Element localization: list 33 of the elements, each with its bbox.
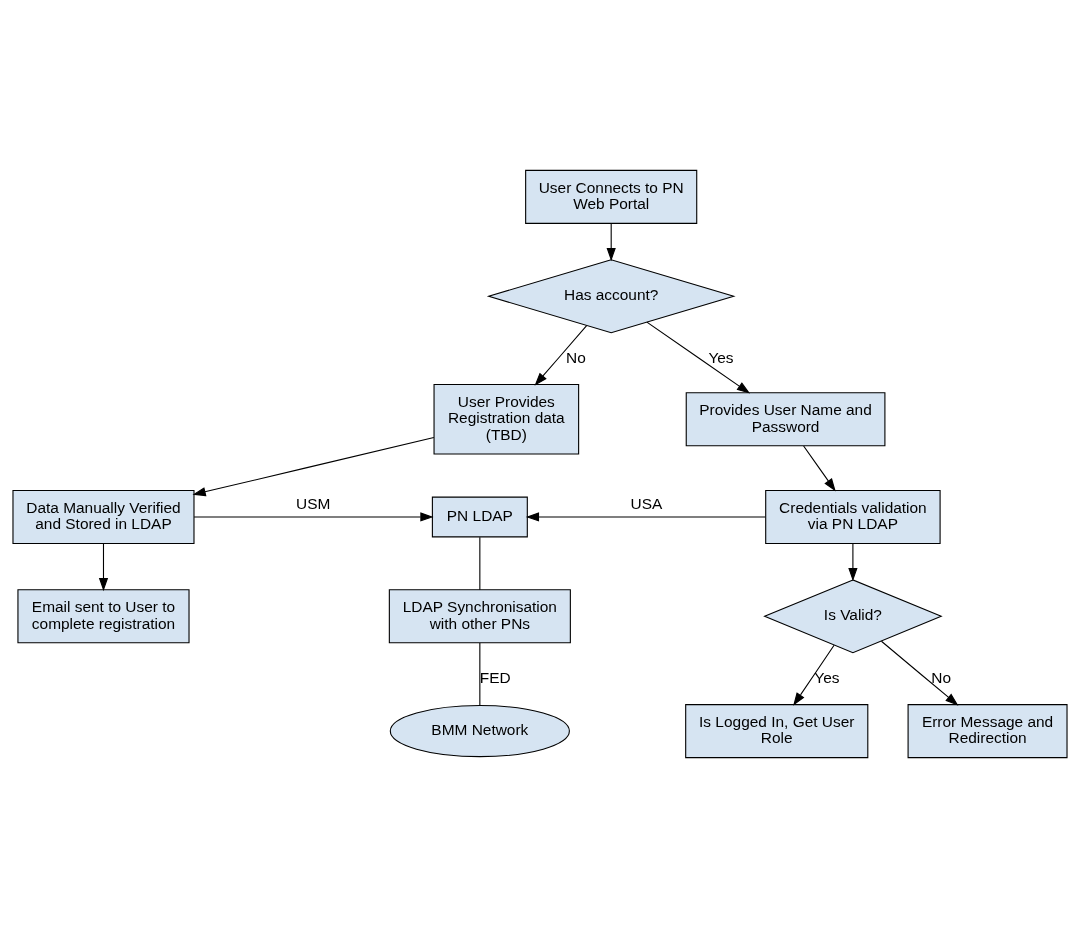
arrow xyxy=(606,223,616,262)
arrow xyxy=(848,543,858,582)
edge-label: No xyxy=(931,668,952,686)
arrow xyxy=(192,437,435,497)
node-box: Email sent to User to complete registration xyxy=(17,589,190,644)
node-box: Credentials validation via PN LDAP xyxy=(765,489,941,544)
arrow xyxy=(193,512,434,522)
edge-label: Yes xyxy=(708,348,734,366)
node-box: PN LDAP xyxy=(431,496,528,538)
arrow xyxy=(525,512,766,522)
node-box: LDAP Synchronisation with other PNs xyxy=(388,589,571,644)
node-diamond: Has account? xyxy=(486,259,736,334)
node-box: Provides User Name and Password xyxy=(685,392,886,447)
node-box: Error Message and Redirection xyxy=(907,704,1068,759)
arrow xyxy=(646,321,751,394)
node-box: User Connects to PN Web Portal xyxy=(525,169,698,224)
edge-label: Yes xyxy=(814,668,840,686)
node-box: Data Manually Verified and Stored in LDAP xyxy=(12,489,195,544)
node-diamond: Is Valid? xyxy=(763,579,943,654)
edge-label: FED xyxy=(479,668,511,686)
connector xyxy=(479,642,481,706)
arrow xyxy=(793,644,835,706)
arrow xyxy=(98,543,109,592)
arrow xyxy=(803,445,836,492)
node-box: Is Logged In, Get User Role xyxy=(685,704,869,759)
edge-label: USA xyxy=(630,495,663,513)
connector xyxy=(479,536,481,591)
edge-label: USM xyxy=(296,495,331,513)
node-box: User Provides Registration data (TBD) xyxy=(433,383,580,455)
arrow xyxy=(534,325,588,386)
node-ellipse: BMM Network xyxy=(389,704,570,758)
arrow xyxy=(880,640,959,706)
edge-label: No xyxy=(566,348,586,366)
